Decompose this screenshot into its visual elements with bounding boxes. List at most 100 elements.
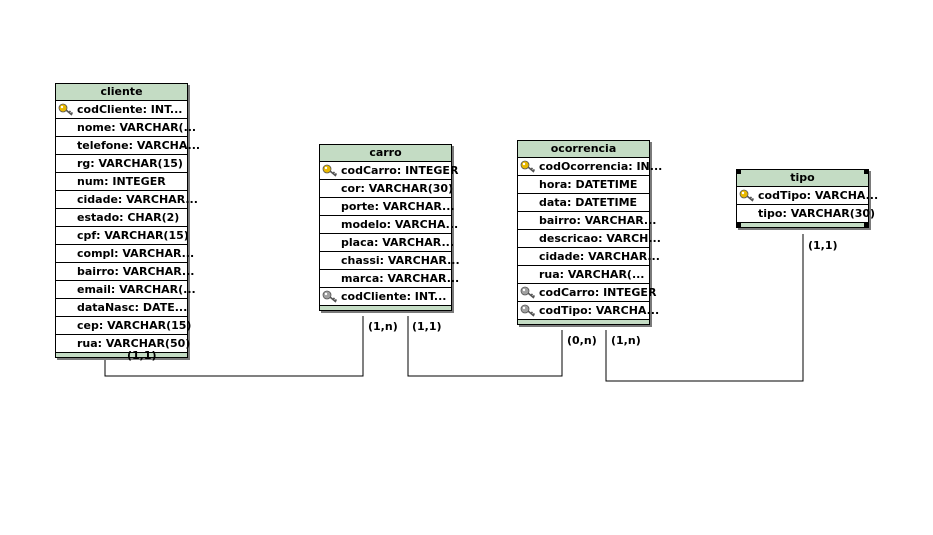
field-row[interactable]: cor: VARCHAR(30): [320, 180, 454, 198]
field-row[interactable]: tipo: VARCHAR(30): [737, 205, 875, 223]
cardinality-cliente-side: (1,1): [127, 349, 157, 362]
field-row[interactable]: modelo: VARCHA...: [320, 216, 458, 234]
field-row[interactable]: email: VARCHAR(...: [56, 281, 196, 299]
field-label: tipo: VARCHAR(30): [758, 207, 876, 220]
field-row[interactable]: hora: DATETIME: [518, 176, 649, 194]
relationship-ocorrencia-tipo[interactable]: [605, 234, 804, 382]
field-label: codCliente: INT...: [77, 103, 183, 116]
field-label: dataNasc: DATE...: [77, 301, 188, 314]
field-label: codTipo: VARCHA...: [758, 189, 879, 202]
field-label: compl: VARCHAR...: [77, 247, 195, 260]
field-label: cidade: VARCHAR...: [77, 193, 198, 206]
field-label: codTipo: VARCHA...: [539, 304, 660, 317]
field-row[interactable]: cidade: VARCHAR...: [56, 191, 198, 209]
field-label: porte: VARCHAR...: [341, 200, 455, 213]
field-row[interactable]: codCarro: INTEGER: [518, 284, 656, 302]
field-label: bairro: VARCHAR...: [539, 214, 657, 227]
cardinality-tipo-side: (1,1): [808, 239, 838, 252]
entity-tipo[interactable]: tipo codTipo: VARCHA... tipo: VARCHAR(30): [736, 169, 878, 228]
field-row[interactable]: porte: VARCHAR...: [320, 198, 455, 216]
field-label: cor: VARCHAR(30): [341, 182, 454, 195]
foreign-key-icon: [520, 304, 536, 317]
field-label: hora: DATETIME: [539, 178, 638, 191]
field-row[interactable]: descricao: VARCH...: [518, 230, 661, 248]
cardinality-carro-side: (1,n): [368, 320, 398, 333]
cardinality-ocorrencia-side: (0,n): [567, 334, 597, 347]
field-row[interactable]: num: INTEGER: [56, 173, 187, 191]
field-list: codCliente: INT... nome: VARCHAR(... telef…: [56, 101, 200, 353]
selection-handle[interactable]: [864, 223, 869, 228]
field-label: codCarro: INTEGER: [341, 164, 459, 177]
field-label: email: VARCHAR(...: [77, 283, 196, 296]
field-label: telefone: VARCHA...: [77, 139, 201, 152]
relationship-carro-ocorrencia[interactable]: [407, 316, 563, 377]
primary-key-icon: [58, 103, 74, 116]
entity-footer: [737, 223, 868, 227]
field-row[interactable]: data: DATETIME: [518, 194, 649, 212]
selection-handle[interactable]: [736, 169, 741, 174]
field-label: cidade: VARCHAR...: [539, 250, 660, 263]
primary-key-icon: [739, 189, 755, 202]
entity-title: carro: [320, 145, 451, 162]
field-list: codCarro: INTEGER cor: VARCHAR(30) porte: …: [320, 162, 460, 306]
selection-handle[interactable]: [864, 169, 869, 174]
entity-carro[interactable]: carro codCarro: INTEGER cor: VARCHAR(30) p…: [319, 144, 460, 311]
field-row[interactable]: marca: VARCHAR...: [320, 270, 459, 288]
field-row[interactable]: rg: VARCHAR(15): [56, 155, 187, 173]
field-row[interactable]: estado: CHAR(2): [56, 209, 187, 227]
field-row[interactable]: chassi: VARCHAR...: [320, 252, 460, 270]
field-label: codOcorrencia: IN...: [539, 160, 663, 173]
field-row[interactable]: bairro: VARCHAR...: [518, 212, 656, 230]
entity-title: ocorrencia: [518, 141, 649, 158]
field-label: cpf: VARCHAR(15): [77, 229, 189, 242]
field-label: placa: VARCHAR...: [341, 236, 454, 249]
entity-ocorrencia[interactable]: ocorrencia codOcorrencia: IN... hora: DAT…: [517, 140, 662, 325]
selection-handle[interactable]: [736, 223, 741, 228]
field-row[interactable]: compl: VARCHAR...: [56, 245, 194, 263]
entity-cliente[interactable]: cliente codCliente: INT...nome: VARCHAR(…: [55, 83, 200, 358]
field-row[interactable]: codCarro: INTEGER: [320, 162, 458, 180]
cardinality-ocorrencia-side: (1,n): [611, 334, 641, 347]
field-label: modelo: VARCHA...: [341, 218, 459, 231]
primary-key-icon: [520, 160, 536, 173]
field-label: descricao: VARCH...: [539, 232, 661, 245]
field-row[interactable]: cidade: VARCHAR...: [518, 248, 660, 266]
field-row[interactable]: bairro: VARCHAR...: [56, 263, 194, 281]
entity-footer: [518, 320, 649, 324]
field-list: codOcorrencia: IN... hora: DATETIME data: …: [518, 158, 662, 320]
field-label: num: INTEGER: [77, 175, 166, 188]
field-row[interactable]: codCliente: INT...: [320, 288, 451, 306]
field-row[interactable]: codTipo: VARCHA...: [518, 302, 659, 320]
field-list: codTipo: VARCHA... tipo: VARCHAR(30): [737, 187, 878, 223]
field-label: data: DATETIME: [539, 196, 638, 209]
field-row[interactable]: rua: VARCHAR(...: [518, 266, 649, 284]
field-label: codCliente: INT...: [341, 290, 447, 303]
relationship-cliente-carro[interactable]: [104, 316, 364, 377]
field-row[interactable]: dataNasc: DATE...: [56, 299, 187, 317]
primary-key-icon: [322, 164, 338, 177]
entity-title: tipo: [737, 170, 868, 187]
entity-footer: [320, 306, 451, 310]
field-row[interactable]: rua: VARCHAR(50): [56, 335, 191, 353]
field-label: rua: VARCHAR(50): [77, 337, 191, 350]
foreign-key-icon: [322, 290, 338, 303]
field-label: nome: VARCHAR(...: [77, 121, 197, 134]
entity-footer: [56, 353, 187, 357]
field-row[interactable]: cep: VARCHAR(15): [56, 317, 191, 335]
field-label: codCarro: INTEGER: [539, 286, 657, 299]
field-row[interactable]: codOcorrencia: IN...: [518, 158, 662, 176]
field-row[interactable]: placa: VARCHAR...: [320, 234, 454, 252]
field-label: rg: VARCHAR(15): [77, 157, 183, 170]
field-row[interactable]: telefone: VARCHA...: [56, 137, 200, 155]
field-label: cep: VARCHAR(15): [77, 319, 192, 332]
field-row[interactable]: codTipo: VARCHA...: [737, 187, 878, 205]
field-label: estado: CHAR(2): [77, 211, 180, 224]
cardinality-carro-side: (1,1): [412, 320, 442, 333]
field-row[interactable]: nome: VARCHAR(...: [56, 119, 196, 137]
field-label: rua: VARCHAR(...: [539, 268, 645, 281]
field-row[interactable]: cpf: VARCHAR(15): [56, 227, 189, 245]
field-row[interactable]: codCliente: INT...: [56, 101, 187, 119]
foreign-key-icon: [520, 286, 536, 299]
field-label: bairro: VARCHAR...: [77, 265, 195, 278]
